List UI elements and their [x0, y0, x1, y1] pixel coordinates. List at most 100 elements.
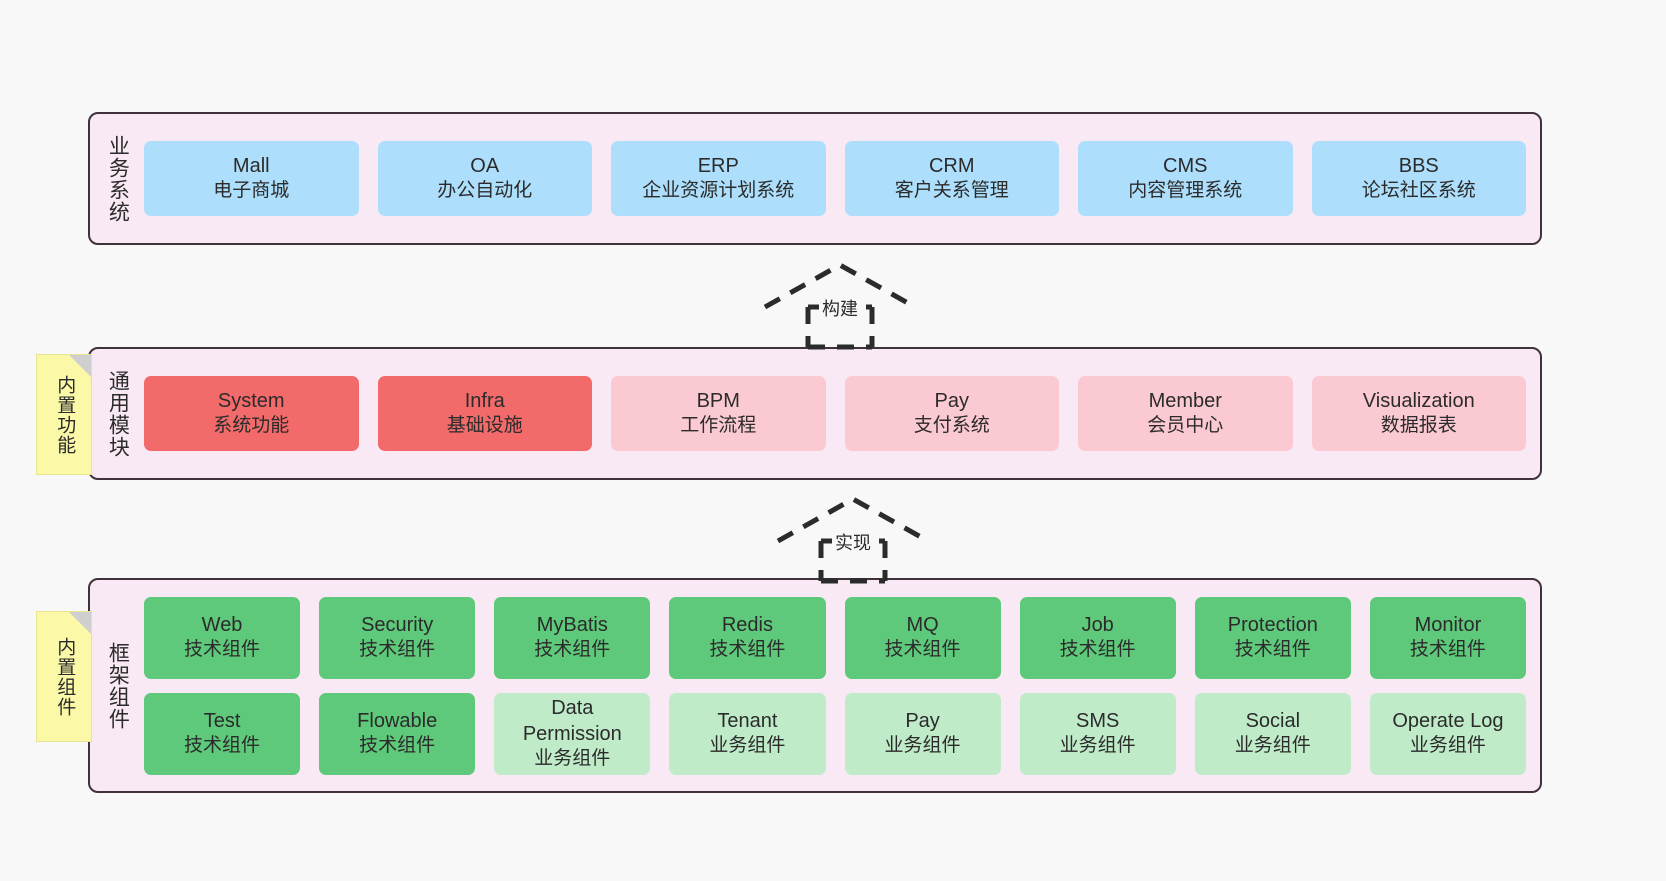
- cell-visualization[interactable]: Visualization 数据报表: [1311, 376, 1526, 451]
- cell-title: Job: [1081, 614, 1114, 637]
- cell-subtitle: 技术组件: [1234, 639, 1311, 661]
- cell-mybatis[interactable]: MyBatis 技术组件: [494, 596, 651, 679]
- cell-title: Social: [1245, 710, 1301, 733]
- cell-title: Security: [361, 614, 434, 637]
- cell-subtitle: 技术组件: [184, 735, 261, 757]
- cell-protection[interactable]: Protection 技术组件: [1194, 596, 1351, 679]
- cell-row: Web 技术组件 Security 技术组件 MyBatis 技术组件 Redi…: [144, 596, 1526, 679]
- cell-title: BPM: [696, 390, 740, 413]
- layer-title-framework-component: 框架组件: [106, 641, 130, 730]
- cell-subtitle: 业务组件: [709, 735, 786, 757]
- cell-redis[interactable]: Redis 技术组件: [669, 596, 826, 679]
- arrow-stem: [805, 307, 875, 350]
- connector-label-implement: 实现: [832, 529, 874, 555]
- cell-title: Monitor: [1414, 614, 1482, 637]
- cell-subtitle: 技术组件: [534, 639, 611, 661]
- cell-title: Tenant: [717, 710, 778, 733]
- cell-title: System: [217, 390, 285, 413]
- cell-subtitle: 业务组件: [534, 748, 611, 770]
- cell-title: Operate Log: [1392, 710, 1504, 733]
- cell-title: Mall: [232, 155, 270, 178]
- cell-operate-log[interactable]: Operate Log 业务组件: [1369, 692, 1526, 775]
- cell-crm[interactable]: CRM 客户关系管理: [844, 141, 1059, 216]
- layer-body-common-module: System 系统功能 Infra 基础设施 BPM 工作流程 Pay 支付系统…: [144, 349, 1540, 478]
- cell-title: Pay: [905, 710, 940, 733]
- cell-subtitle: 电子商城: [213, 180, 290, 202]
- cell-subtitle: 技术组件: [359, 735, 436, 757]
- cell-subtitle: 基础设施: [446, 415, 523, 437]
- cell-test[interactable]: Test 技术组件: [144, 692, 301, 775]
- cell-title: Web: [201, 614, 243, 637]
- cell-title: Visualization: [1362, 390, 1475, 413]
- cell-subtitle: 技术组件: [184, 639, 261, 661]
- cell-subtitle: 业务组件: [1409, 735, 1486, 757]
- cell-subtitle: 客户关系管理: [894, 180, 1009, 202]
- note-builtin-component: 内置组件: [36, 611, 92, 742]
- connector-label-build: 构建: [819, 295, 861, 321]
- cell-title: MQ: [906, 614, 939, 637]
- cell-subtitle: 技术组件: [359, 639, 436, 661]
- cell-bpm[interactable]: BPM 工作流程: [611, 376, 826, 451]
- connector-build: 构建: [760, 262, 920, 350]
- cell-title: MyBatis: [536, 614, 608, 637]
- note-fold-corner-icon: [69, 355, 91, 377]
- cell-title: Infra: [464, 390, 505, 413]
- note-builtin-function: 内置功能: [36, 354, 92, 475]
- cell-subtitle: 支付系统: [913, 415, 990, 437]
- cell-subtitle: 技术组件: [884, 639, 961, 661]
- cell-pay-business[interactable]: Pay 业务组件: [844, 692, 1001, 775]
- cell-subtitle: 内容管理系统: [1128, 180, 1243, 202]
- cell-title: OA: [470, 155, 500, 178]
- cell-web[interactable]: Web 技术组件: [144, 596, 301, 679]
- cell-monitor[interactable]: Monitor 技术组件: [1369, 596, 1526, 679]
- cell-security[interactable]: Security 技术组件: [319, 596, 476, 679]
- cell-subtitle: 数据报表: [1380, 415, 1457, 437]
- cell-member[interactable]: Member 会员中心: [1078, 376, 1293, 451]
- cell-subtitle: 业务组件: [1059, 735, 1136, 757]
- cell-row: Test 技术组件 Flowable 技术组件 Data Permission …: [144, 692, 1526, 775]
- note-fold-corner-icon: [69, 612, 91, 634]
- cell-subtitle: 论坛社区系统: [1361, 180, 1476, 202]
- cell-row: System 系统功能 Infra 基础设施 BPM 工作流程 Pay 支付系统…: [144, 376, 1526, 451]
- cell-system[interactable]: System 系统功能: [144, 376, 359, 451]
- layer-common-module: 通用模块 System 系统功能 Infra 基础设施 BPM 工作流程 Pay…: [88, 347, 1542, 480]
- cell-job[interactable]: Job 技术组件: [1019, 596, 1176, 679]
- cell-subtitle: 技术组件: [709, 639, 786, 661]
- cell-title: Protection: [1227, 614, 1318, 637]
- cell-title: Redis: [721, 614, 773, 637]
- layer-body-framework-component: Web 技术组件 Security 技术组件 MyBatis 技术组件 Redi…: [144, 580, 1540, 791]
- cell-subtitle: 业务组件: [1234, 735, 1311, 757]
- layer-body-business-system: Mall 电子商城 OA 办公自动化 ERP 企业资源计划系统 CRM 客户关系…: [144, 114, 1540, 243]
- cell-mall[interactable]: Mall 电子商城: [144, 141, 359, 216]
- cell-title: Member: [1148, 390, 1222, 413]
- arrow-stem: [818, 541, 888, 584]
- cell-title: CRM: [928, 155, 975, 178]
- cell-subtitle: 业务组件: [884, 735, 961, 757]
- cell-subtitle: 会员中心: [1147, 415, 1224, 437]
- cell-infra[interactable]: Infra 基础设施: [377, 376, 592, 451]
- cell-mq[interactable]: MQ 技术组件: [844, 596, 1001, 679]
- cell-bbs[interactable]: BBS 论坛社区系统: [1311, 141, 1526, 216]
- cell-data-permission[interactable]: Data Permission 业务组件: [494, 692, 651, 775]
- cell-subtitle: 工作流程: [680, 415, 757, 437]
- cell-title: ERP: [697, 155, 739, 178]
- layer-framework-component: 框架组件 Web 技术组件 Security 技术组件 MyBatis 技术组件…: [88, 578, 1542, 793]
- cell-pay[interactable]: Pay 支付系统: [844, 376, 1059, 451]
- cell-social[interactable]: Social 业务组件: [1194, 692, 1351, 775]
- cell-subtitle: 技术组件: [1409, 639, 1486, 661]
- cell-title: CMS: [1163, 155, 1208, 178]
- cell-title: BBS: [1398, 155, 1439, 178]
- cell-title: Flowable: [357, 710, 438, 733]
- cell-title: Data Permission: [522, 697, 622, 746]
- cell-subtitle: 办公自动化: [437, 180, 533, 202]
- layer-title-common-module: 通用模块: [106, 369, 130, 458]
- cell-erp[interactable]: ERP 企业资源计划系统: [611, 141, 826, 216]
- cell-cms[interactable]: CMS 内容管理系统: [1078, 141, 1293, 216]
- connector-implement: 实现: [773, 496, 933, 584]
- cell-sms[interactable]: SMS 业务组件: [1019, 692, 1176, 775]
- cell-oa[interactable]: OA 办公自动化: [377, 141, 592, 216]
- cell-subtitle: 企业资源计划系统: [642, 180, 795, 202]
- cell-flowable[interactable]: Flowable 技术组件: [319, 692, 476, 775]
- cell-tenant[interactable]: Tenant 业务组件: [669, 692, 826, 775]
